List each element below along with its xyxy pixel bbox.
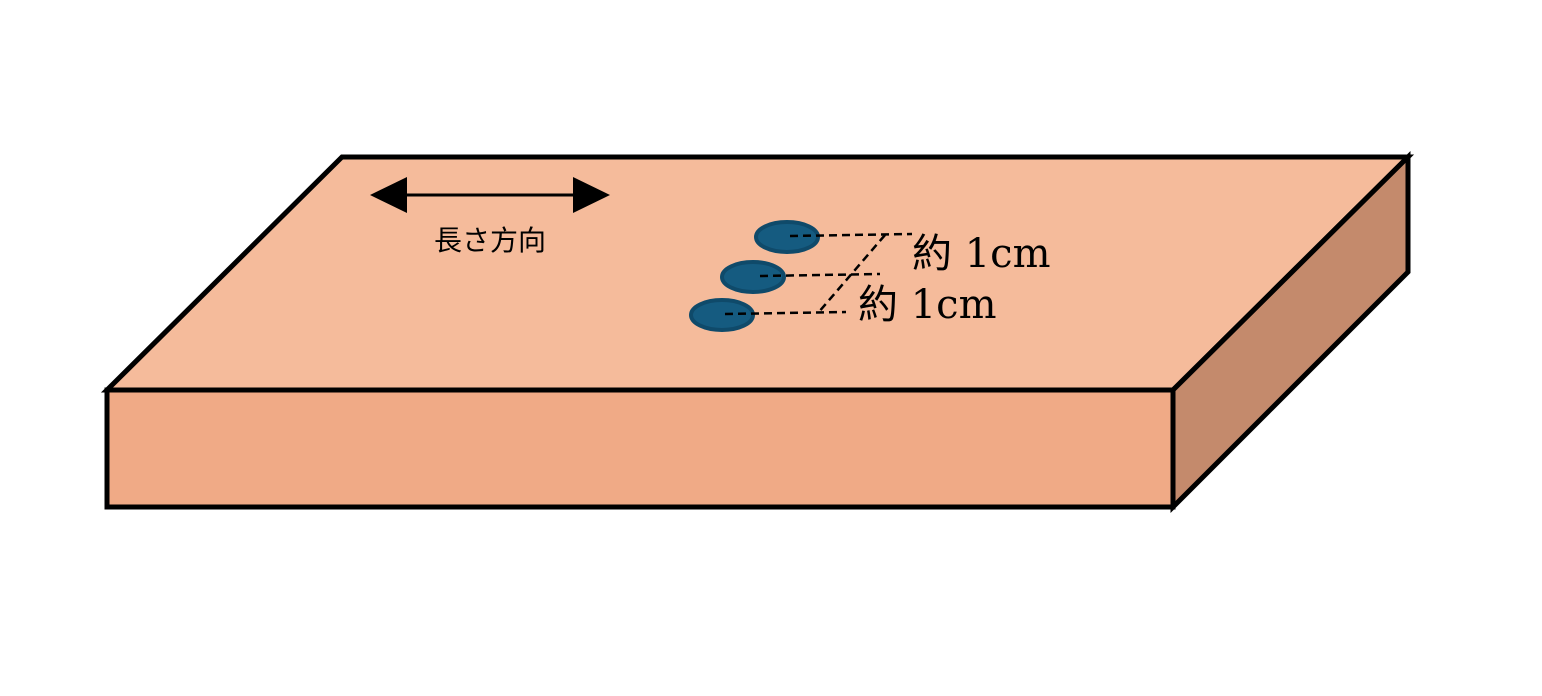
holes xyxy=(689,220,820,332)
hole xyxy=(720,260,786,294)
length-direction-arrow xyxy=(370,177,610,213)
dimension-lines xyxy=(724,232,913,316)
direction-label: 長さ方向 xyxy=(434,224,546,257)
board-front-face xyxy=(104,387,1176,510)
board-side-face xyxy=(1170,151,1411,514)
hole xyxy=(689,298,755,332)
arrow-right-head-icon xyxy=(573,177,610,213)
spacing-label-upper: 約 1cm xyxy=(912,231,1051,277)
spacing-label-lower: 約 1cm xyxy=(858,282,997,328)
hole xyxy=(754,220,820,254)
arrow-left-head-icon xyxy=(370,177,407,213)
